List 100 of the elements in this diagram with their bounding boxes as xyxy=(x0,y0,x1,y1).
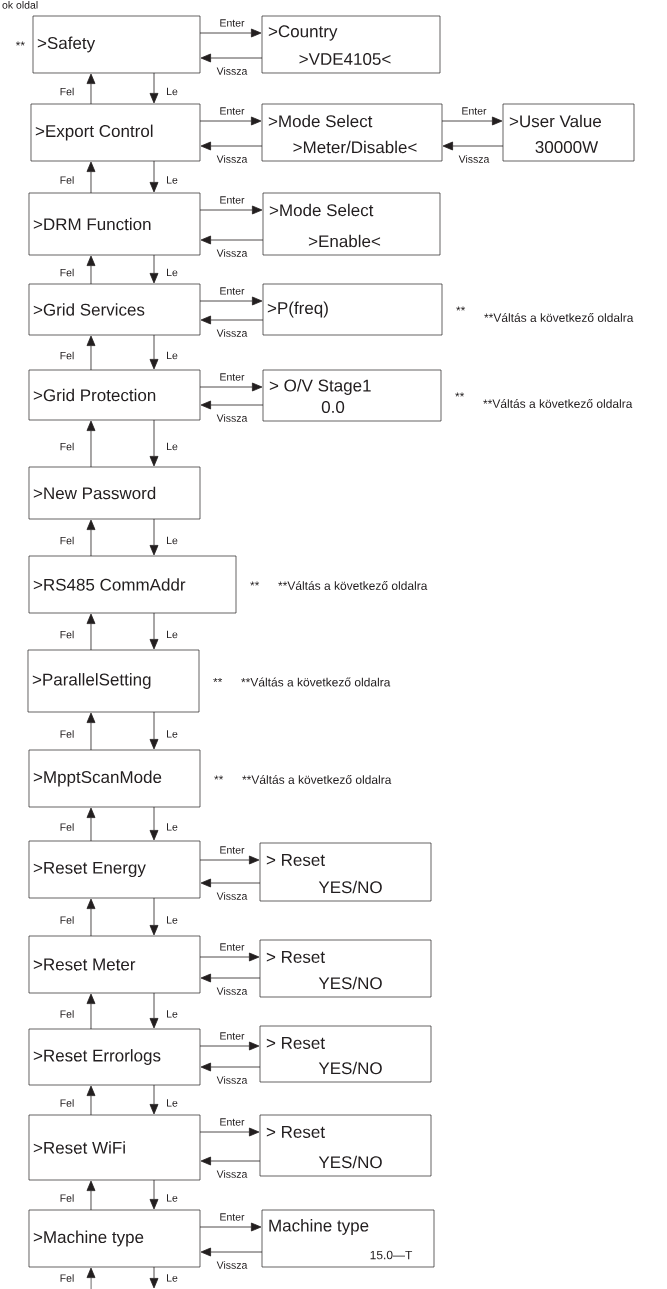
arrow xyxy=(442,141,504,151)
note-mark: ** xyxy=(456,306,466,311)
arrow xyxy=(200,141,263,151)
arrow xyxy=(86,712,96,751)
screen-box: > Reset YES/NO xyxy=(259,1025,432,1083)
arrow xyxy=(441,116,503,126)
arrow xyxy=(86,161,96,194)
arrow xyxy=(149,897,159,936)
edge-label: Enter xyxy=(218,845,246,855)
edge-label: Enter xyxy=(218,942,246,952)
arrow xyxy=(86,1267,96,1289)
edge-label: Fel xyxy=(59,351,75,360)
screen-box: > O/V Stage1 0.0 xyxy=(262,369,442,422)
menu-box: >Safety xyxy=(32,15,201,74)
arrow xyxy=(149,160,159,193)
note-mark: ** xyxy=(15,41,25,46)
arrow xyxy=(199,1041,260,1051)
arrow xyxy=(200,1062,261,1072)
arrow xyxy=(86,898,96,937)
edge-label: Vissza xyxy=(216,1260,248,1270)
edge-label: Le xyxy=(165,268,179,277)
edge-label: Le xyxy=(165,1193,179,1203)
arrow xyxy=(200,235,264,245)
screen-box: >P(freq) xyxy=(262,283,443,336)
edge-label: Le xyxy=(165,729,179,739)
screen-box: Machine type 15.0—T xyxy=(261,1209,435,1268)
arrow xyxy=(149,711,159,750)
edge-label: Vissza xyxy=(216,328,248,338)
screen-box: >Mode Select >Meter/Disable< xyxy=(261,103,443,162)
menu-box: >Grid Protection xyxy=(28,369,201,421)
arrow xyxy=(200,878,261,888)
menu-box: >Reset WiFi xyxy=(28,1114,201,1181)
arrow xyxy=(199,1222,262,1232)
menu-box: >New Password xyxy=(28,466,201,520)
edge-label: Enter xyxy=(218,106,246,116)
arrow xyxy=(149,806,159,841)
menu-box: >DRM Function xyxy=(28,192,201,256)
note-mark: ** xyxy=(455,392,465,397)
menu-box: >Machine type xyxy=(28,1209,201,1268)
menu-box: >MpptScanMode xyxy=(28,749,201,808)
edge-label: Vissza xyxy=(216,1169,248,1179)
note-mark: ** xyxy=(250,581,260,586)
edge-label: Vissza xyxy=(216,1075,248,1085)
note-text: **Váltás a következő oldalra xyxy=(241,677,391,687)
edge-label: Fel xyxy=(59,1098,75,1108)
arrow xyxy=(149,1266,159,1289)
menu-box: >RS485 CommAddr xyxy=(28,555,237,614)
arrow xyxy=(149,72,159,104)
edge-label: Fel xyxy=(59,175,75,185)
edge-label: Le xyxy=(165,536,179,545)
arrow xyxy=(86,613,96,651)
screen-box: > Reset YES/NO xyxy=(259,842,432,902)
arrow xyxy=(149,518,159,556)
edge-label: Fel xyxy=(59,915,75,925)
edge-label: Fel xyxy=(59,630,75,639)
screen-box: >User Value 30000W xyxy=(502,103,635,162)
edge-label: Enter xyxy=(218,195,246,205)
note-text: **Váltás a következő oldalra xyxy=(483,399,633,408)
edge-label: Le xyxy=(165,1098,179,1108)
arrow xyxy=(86,807,96,842)
arrow xyxy=(200,973,261,983)
note-mark: ** xyxy=(214,775,224,780)
page-note: ok oldal xyxy=(2,1,38,9)
menu-box: >Reset Errorlogs xyxy=(28,1028,201,1086)
edge-label: Enter xyxy=(218,1212,246,1222)
arrow xyxy=(149,612,159,650)
arrow xyxy=(86,255,96,285)
edge-label: Enter xyxy=(460,106,488,116)
menu-box: >Reset Energy xyxy=(28,840,201,899)
arrow xyxy=(86,1180,96,1211)
note-text: **Váltás a következő oldalra xyxy=(278,581,428,590)
edge-label: Le xyxy=(165,87,179,96)
edge-label: Le xyxy=(165,1009,179,1019)
edge-label: Vissza xyxy=(216,66,248,76)
arrow xyxy=(149,254,159,284)
menu-box: >Grid Services xyxy=(28,283,201,336)
edge-label: Fel xyxy=(59,1273,75,1283)
edge-label: Le xyxy=(165,630,179,639)
menu-box: >Export Control xyxy=(30,103,201,162)
edge-label: Le xyxy=(165,915,179,925)
arrow xyxy=(199,1127,260,1137)
screen-box: >Country >VDE4105< xyxy=(261,15,441,74)
edge-label: Fel xyxy=(59,729,75,739)
arrow xyxy=(86,420,96,468)
arrow xyxy=(199,116,262,126)
edge-label: Vissza xyxy=(216,154,248,164)
edge-label: Enter xyxy=(218,372,246,382)
edge-label: Le xyxy=(165,442,179,451)
arrow xyxy=(199,28,262,38)
menu-box: >ParallelSetting xyxy=(27,649,200,713)
arrow xyxy=(200,315,264,325)
screen-box: >Mode Select >Enable< xyxy=(262,192,441,256)
edge-label: Enter xyxy=(218,286,246,296)
edge-label: Enter xyxy=(218,1031,246,1041)
note-text: **Váltás a következő oldalra xyxy=(242,775,392,784)
edge-label: Le xyxy=(165,1273,179,1283)
edge-label: Fel xyxy=(59,87,75,96)
edge-label: Vissza xyxy=(216,986,248,996)
arrow xyxy=(199,952,260,962)
arrow xyxy=(149,334,159,370)
